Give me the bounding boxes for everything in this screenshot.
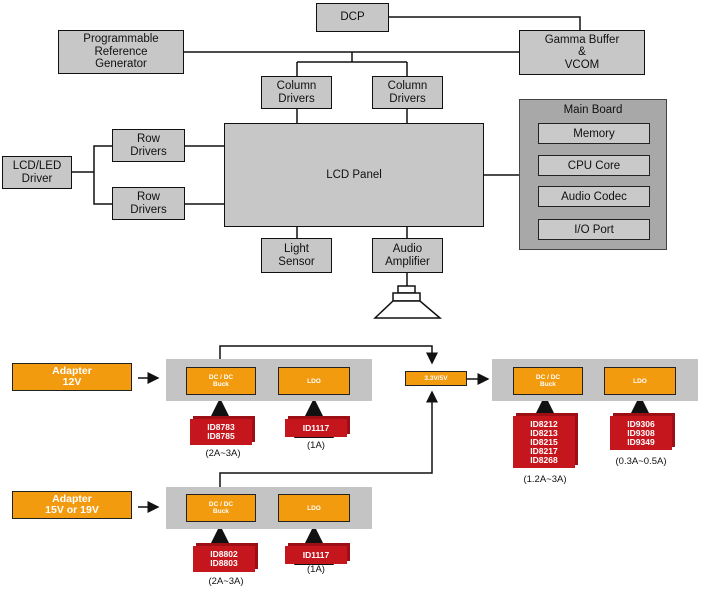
ldo-block-2: LDO: [278, 494, 350, 522]
current-label-row2-ldo: (1A): [307, 564, 325, 575]
current-label-row2-buck: (2A~3A): [208, 576, 244, 587]
part-chip-id9306-id9349: ID9306 ID9308 ID9349: [610, 416, 672, 450]
dcp-block: DCP: [316, 3, 389, 32]
row-drivers-block-2: Row Drivers: [112, 187, 185, 220]
audio-amplifier-block: Audio Amplifier: [372, 238, 443, 273]
main-board-item-memory: Memory: [538, 123, 650, 144]
column-drivers-block-1: Column Drivers: [261, 76, 332, 109]
part-chip-id1117-2: ID1117: [285, 546, 347, 564]
ldo-block-right: LDO: [604, 367, 676, 395]
gamma-buffer-vcom-block: Gamma Buffer & VCOM: [519, 30, 645, 75]
part-chip-id1117-1: ID1117: [285, 419, 347, 437]
adapter-12v-block: Adapter 12V: [12, 363, 132, 391]
dc-dc-buck-block-1: DC / DC Buck: [186, 367, 256, 395]
lcd-led-driver-block: LCD/LED Driver: [2, 156, 72, 189]
main-board-item-cpu-core: CPU Core: [538, 155, 650, 176]
dc-dc-buck-block-2: DC / DC Buck: [186, 494, 256, 522]
rail-3v3-5v-block: 3.3V/5V: [405, 371, 467, 386]
speaker-icon: [373, 285, 443, 319]
current-label-right-buck: (1.2A~3A): [523, 474, 567, 485]
main-board-title: Main Board: [563, 104, 623, 116]
part-chip-id8783-id8785: ID8783 ID8785: [190, 419, 252, 445]
current-label-row1-buck: (2A~3A): [205, 448, 241, 459]
dc-dc-buck-block-right: DC / DC Buck: [513, 367, 583, 395]
ldo-block-1: LDO: [278, 367, 350, 395]
main-board-item-io-port: I/O Port: [538, 219, 650, 240]
current-label-right-ldo: (0.3A~0.5A): [615, 456, 667, 467]
lcd-panel-block: LCD Panel: [224, 123, 484, 227]
adapter-15v-19v-block: Adapter 15V or 19V: [12, 491, 132, 519]
current-label-row1-ldo: (1A): [307, 440, 325, 451]
column-drivers-block-2: Column Drivers: [372, 76, 443, 109]
part-chip-id8802-id8803: ID8802 ID8803: [193, 546, 255, 572]
part-chip-id8212-id8268: ID8212 ID8213 ID8215 ID8217 ID8268: [513, 416, 575, 468]
programmable-reference-generator-block: Programmable Reference Generator: [58, 30, 184, 74]
row-drivers-block-1: Row Drivers: [112, 129, 185, 162]
main-board-item-audio-codec: Audio Codec: [538, 186, 650, 207]
light-sensor-block: Light Sensor: [261, 238, 332, 273]
